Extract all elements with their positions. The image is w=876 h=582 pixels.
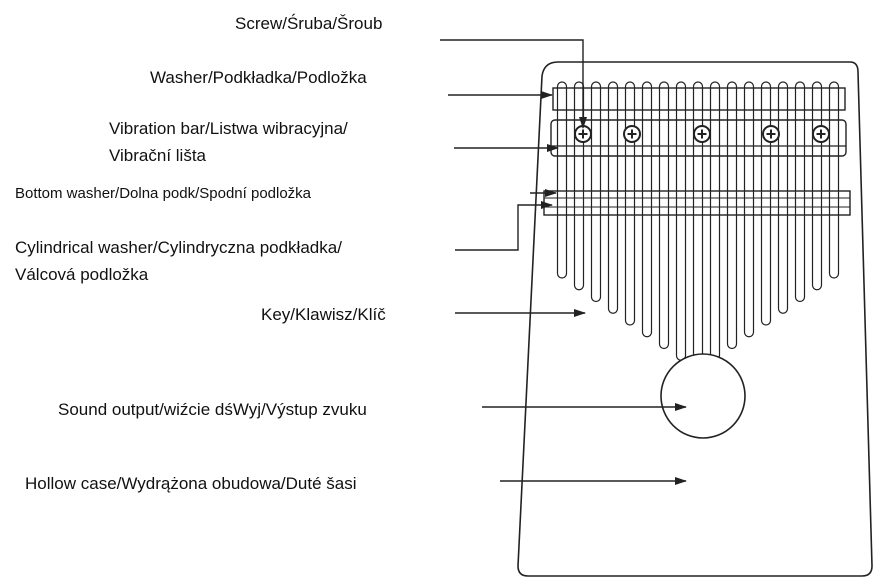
label-bottom-washer: Bottom washer/Dolna podk/Spodní podložka	[15, 185, 312, 202]
kalimba-key	[709, 81, 721, 361]
screw-icon	[574, 125, 592, 143]
label-cylindrical-washer-line2: Válcová podložka	[15, 265, 149, 284]
kalimba-key	[573, 81, 585, 291]
kalimba-key	[590, 81, 602, 303]
vibration-bar	[550, 119, 847, 157]
cylindrical-washer-leader	[455, 201, 553, 251]
label-washer: Washer/Podkładka/Podložka	[150, 68, 367, 87]
label-vibration-bar-line1: Vibration bar/Listwa wibracyjna/	[109, 119, 348, 138]
screw-icon	[812, 125, 830, 143]
screw-icon	[693, 125, 711, 143]
screws-group	[574, 125, 830, 143]
kalimba-key	[811, 81, 823, 291]
kalimba-key	[828, 81, 840, 279]
label-key: Key/Klawisz/Klíč	[261, 305, 386, 324]
screw-icon	[762, 125, 780, 143]
label-hollow-case: Hollow case/Wydrążona obudowa/Duté šasi	[25, 474, 357, 493]
kalimba-keys	[556, 81, 840, 373]
kalimba-key	[624, 81, 636, 326]
kalimba-key	[794, 81, 806, 303]
kalimba-key	[556, 81, 568, 279]
leader-lines	[440, 39, 687, 485]
screw-leader	[440, 39, 587, 129]
label-vibration-bar-line2: Vibrační lišta	[109, 146, 207, 165]
hollow-case-outline	[517, 61, 873, 577]
label-screw: Screw/Śruba/Šroub	[235, 14, 382, 33]
washer-bar	[552, 87, 846, 111]
screw-icon	[623, 125, 641, 143]
label-cylindrical-washer-line1: Cylindrical washer/Cylindryczna podkładk…	[15, 238, 342, 257]
kalimba-key	[675, 81, 687, 361]
sound-output-hole	[660, 353, 746, 439]
kalimba-key	[760, 81, 772, 326]
label-sound-output: Sound output/wiźcie dśWyj/Výstup zvuku	[58, 400, 367, 419]
